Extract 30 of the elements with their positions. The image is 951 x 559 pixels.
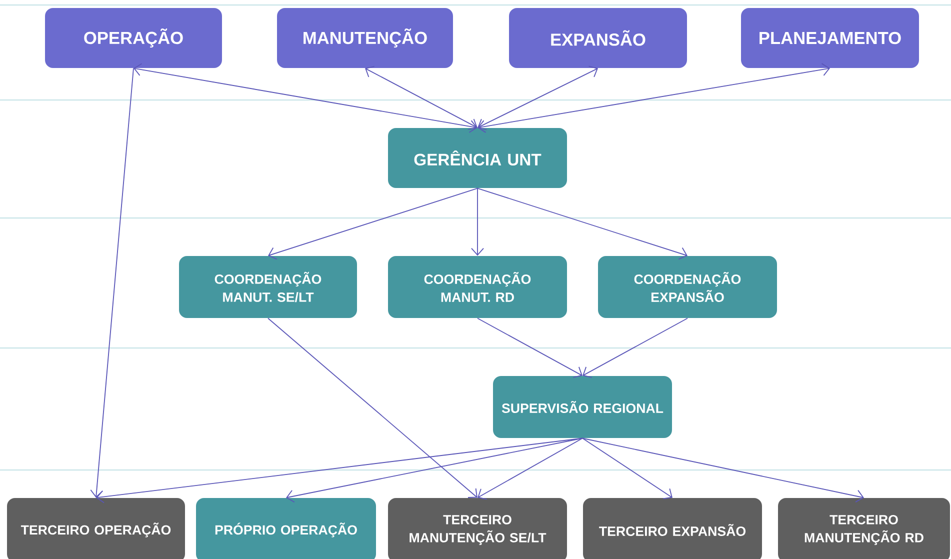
process-box: SUPERVISÃO REGIONAL (493, 376, 672, 438)
arrow (582, 438, 864, 503)
process-box: GERÊNCIA UNT (388, 128, 567, 188)
arrow (478, 438, 583, 500)
arrow (96, 438, 583, 504)
arrow (365, 66, 478, 130)
arrow (477, 318, 582, 378)
process-box: TERCEIRO MANUTENÇÃO RD (778, 498, 950, 559)
process-box: OPERAÇÃO (45, 8, 222, 68)
arrow (268, 318, 478, 498)
arrow (582, 318, 688, 378)
process-box: MANUTENÇÃO (277, 8, 453, 68)
process-box: PRÓPRIO OPERAÇÃO (196, 498, 376, 559)
process-box: TERCEIRO OPERAÇÃO (7, 498, 185, 559)
arrow (477, 188, 688, 260)
arrow (268, 188, 478, 260)
process-box: EXPANSÃO (509, 8, 687, 68)
arrow (134, 63, 478, 133)
arrow (582, 438, 672, 500)
arrow (478, 63, 830, 133)
process-box: TERCEIRO MANUTENÇÃO SE/LT (388, 498, 567, 559)
process-box: COORDENAÇÃO MANUT. RD (388, 256, 567, 318)
process-box: TERCEIRO EXPANSÃO (583, 498, 762, 559)
process-box: PLANEJAMENTO (741, 8, 919, 68)
arrow (286, 438, 583, 503)
arrow (90, 68, 134, 498)
process-box: COORDENAÇÃO MANUT. SE/LT (179, 256, 357, 318)
arrow (471, 188, 484, 256)
arrow (478, 66, 598, 130)
process-box: COORDENAÇÃO EXPANSÃO (598, 256, 777, 318)
